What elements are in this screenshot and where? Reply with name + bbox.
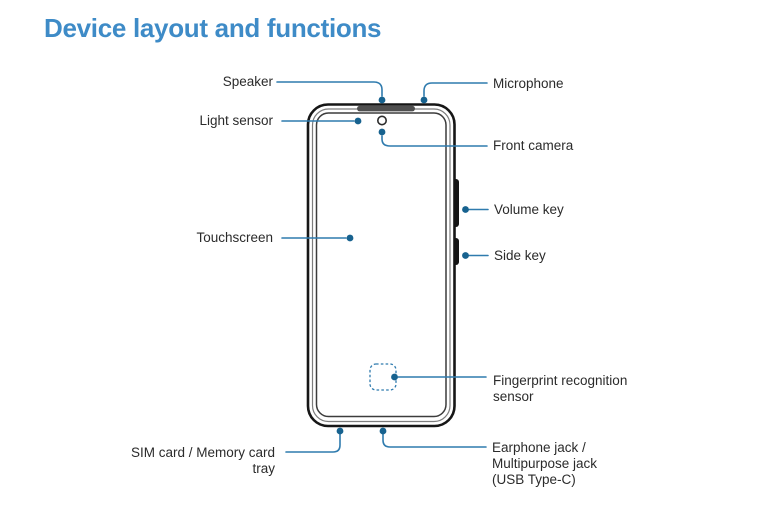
earphone-jack-leader-line: [382, 433, 487, 448]
sim-tray-leader-line: [285, 433, 341, 453]
front-camera-dot: [378, 128, 386, 136]
speaker-dot: [378, 96, 386, 104]
page-title: Device layout and functions: [44, 13, 382, 43]
label-volume-key: Volume key: [494, 202, 564, 217]
touchscreen-dot: [346, 234, 354, 242]
speaker-slot: [357, 105, 415, 112]
label-front-camera: Front camera: [493, 138, 574, 153]
front-camera-lens: [376, 115, 387, 126]
leader-dots: [336, 96, 469, 435]
label-touchscreen: Touchscreen: [196, 230, 273, 245]
phone-screen: [315, 112, 447, 418]
microphone-leader-line: [423, 82, 488, 97]
light-sensor-dot: [354, 117, 362, 125]
front-camera-leader-line: [381, 135, 488, 147]
earphone-jack-dot: [379, 427, 387, 435]
label-side-key: Side key: [494, 248, 546, 263]
label-earphone-jack: Earphone jack / Multipurpose jack (USB T…: [492, 440, 598, 487]
label-speaker: Speaker: [222, 74, 273, 89]
label-microphone: Microphone: [493, 76, 564, 91]
microphone-dot: [420, 96, 428, 104]
sim-tray-dot: [336, 427, 344, 435]
fingerprint-dot: [391, 373, 398, 381]
label-light-sensor: Light sensor: [199, 113, 273, 128]
volume-key-dot: [462, 206, 469, 213]
side-key-dot: [462, 252, 469, 259]
leader-lines: [276, 81, 489, 453]
speaker-leader-line: [276, 81, 383, 97]
label-fingerprint-sensor: Fingerprint recognition sensor: [493, 373, 628, 404]
label-sim-card-tray: SIM card / Memory card tray: [130, 445, 275, 476]
